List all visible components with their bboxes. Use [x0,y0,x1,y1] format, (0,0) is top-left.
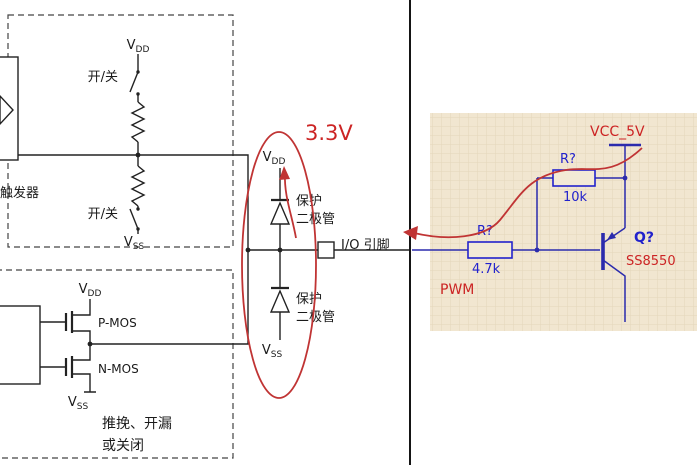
vdd-label-pin: VDD [263,150,286,167]
vdd-label-top: VDD [127,38,150,55]
upper-diode-label-line2: 二极管 [296,212,335,227]
junction-dot [622,175,628,181]
vdd-base-text: V [127,38,136,53]
pulldown-resistor [130,165,146,207]
transistor-emitter-arrow [607,232,616,240]
vss-sub-text: SS [271,350,283,360]
lower-diode-label-line2: 二极管 [296,310,335,325]
switch-top-contact-a [136,70,140,74]
trigger-label: 触发器 [0,185,39,201]
r1-ref-label: R? [560,152,576,167]
vss-base-text: V [68,395,77,410]
upper-protection-diode [269,201,291,225]
io-pointer-arrow [413,147,643,239]
pullup-resistor [130,101,146,143]
vss-label-nmos: VSS [68,395,89,412]
io-pointer-arrowhead [403,226,418,240]
q-model-label: SS8550 [626,254,676,269]
pmos-label: P-MOS [98,316,137,330]
vdd-label-pmos: VDD [79,282,102,299]
vss-base-text: V [262,343,271,358]
switch-bottom-blade [129,208,139,230]
r2-value-label: 4.7k [472,262,501,277]
mcu-internal-wires [18,54,410,393]
vdd-pointer-arrowhead [279,166,290,180]
vss-label-pin: VSS [262,343,283,360]
switch-bottom-contact-a [136,207,140,211]
switch-top-contact-b [136,92,140,96]
driver-logic-box [0,305,41,385]
junction-dot [534,247,540,253]
junction-dot [277,247,283,253]
vss-sub-text: SS [133,242,145,252]
pullup-network-box [7,14,234,248]
output-stage-box [0,269,234,459]
vdd-pointer-arrow [284,173,297,239]
switch-bottom-label: 开/关 [88,207,118,222]
lower-protection-diode [269,289,291,313]
switch-top-label: 开/关 [88,70,118,85]
io-pin-pad [317,241,335,259]
vss-sub-text: SS [77,402,89,412]
junction-dot [245,247,251,253]
vcc-label: VCC_5V [590,124,645,140]
trigger-symbol [0,94,14,126]
junction-dot [135,152,141,158]
switch-bottom-contact-b [136,227,140,231]
switch-top-blade [129,71,139,93]
vdd-sub-text: DD [272,157,286,167]
vdd-base-text: V [263,150,272,165]
vdd-sub-text: DD [136,45,150,55]
nmos-label: N-MOS [98,362,139,376]
vdd-base-text: V [79,282,88,297]
pullup-resistor-10k [552,169,596,187]
q-ref-label: Q? [634,230,654,246]
voltage-3v3-label: 3.3V [305,121,353,145]
pwm-label: PWM [440,282,474,298]
output-mode-line2: 或关闭 [102,438,144,454]
vss-label-top: VSS [124,235,145,252]
vdd-sub-text: DD [88,289,102,299]
r1-value-label: 10k [563,190,588,205]
output-mode-line1: 推挽、开漏 [102,416,172,432]
schmitt-trigger-box [0,56,19,161]
upper-diode-label-line1: 保护 [296,194,322,209]
io-pin-label: I/O 引脚 [341,237,390,253]
lower-diode-label-line1: 保护 [296,292,322,307]
vss-base-text: V [124,235,133,250]
junction-dot [87,341,93,347]
sim-panel-grid [430,113,697,331]
series-resistor-4k7 [467,241,513,259]
protection-highlight-ellipse [241,131,317,399]
